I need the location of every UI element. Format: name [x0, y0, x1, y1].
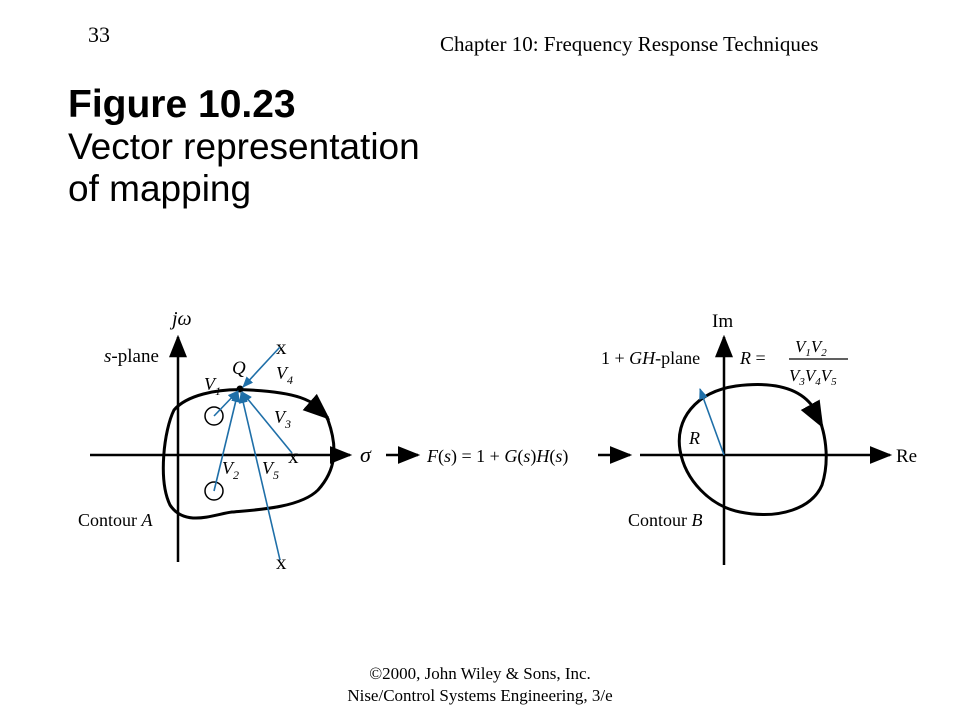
- pole-3: x: [276, 550, 287, 574]
- sigma-axis-label: σ: [360, 442, 372, 467]
- page-number: 33: [88, 22, 110, 47]
- vector-v3-label: V3: [274, 407, 291, 431]
- vector-v4: [242, 346, 281, 388]
- vector-v4-label: V4: [276, 363, 293, 387]
- contour-a-label: Contour A: [78, 510, 154, 530]
- figure-title: Figure 10.23 Vector representation of ma…: [68, 84, 420, 210]
- vector-v2-label: V2: [222, 458, 239, 482]
- contour-a-direction-arrow: [302, 393, 331, 420]
- vector-v5-label: V5: [262, 458, 279, 482]
- book-reference: Nise/Control Systems Engineering, 3/e: [347, 686, 613, 705]
- figure-caption-line-1: Vector representation: [68, 126, 420, 167]
- contour-b-label: Contour B: [628, 510, 703, 530]
- im-axis-label: Im: [712, 311, 733, 332]
- vector-v2: [213, 390, 240, 492]
- r-equation-lhs: R =: [739, 348, 766, 368]
- footer: ©2000, John Wiley & Sons, Inc. Nise/Cont…: [0, 663, 960, 707]
- figure-caption-line-2: of mapping: [68, 168, 252, 209]
- point-q-label: Q: [232, 358, 246, 379]
- contour-b: [677, 383, 828, 516]
- jw-axis-label: jω: [169, 308, 192, 330]
- vector-r: [699, 387, 725, 456]
- copyright: ©2000, John Wiley & Sons, Inc.: [369, 664, 591, 683]
- pole-1: x: [276, 335, 287, 359]
- re-axis-label: Re: [896, 446, 917, 467]
- r-equation-numerator: V1V2: [795, 337, 827, 359]
- vector-v3: [241, 391, 293, 454]
- mapping-arrow-group: F(s) = 1 + G(s)H(s): [386, 446, 633, 467]
- vector-r-label: R: [688, 428, 700, 448]
- contour-a: [161, 388, 336, 520]
- gh-plane-diagram: Im Re 1 + GH-plane R = V1V2 V3V4V5 R Con…: [601, 311, 917, 565]
- vector-v5: [238, 391, 281, 561]
- s-plane-label: s-plane: [104, 346, 159, 367]
- contour-b-direction-arrow: [800, 399, 824, 429]
- gh-plane-label: 1 + GH-plane: [601, 348, 700, 368]
- s-plane-diagram: jω σ s-plane x x x Q V1 V2 V3 V4 V5 Cont…: [78, 308, 372, 574]
- chapter-title: Chapter 10: Frequency Response Technique…: [440, 32, 819, 56]
- r-equation-denominator: V3V4V5: [789, 366, 837, 388]
- figure-label: Figure 10.23: [68, 83, 296, 126]
- pole-2: x: [288, 444, 299, 468]
- mapping-function-label: F(s) = 1 + G(s)H(s): [426, 446, 568, 467]
